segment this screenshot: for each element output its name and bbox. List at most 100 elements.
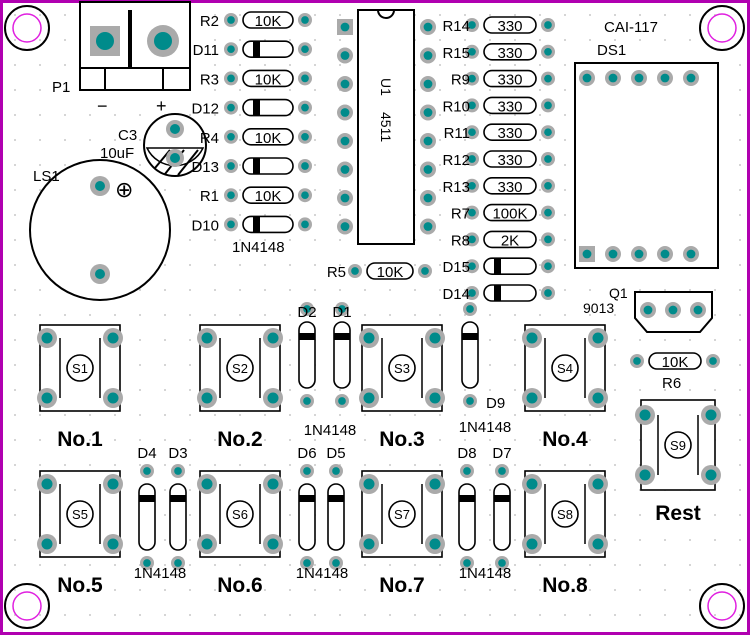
pad-hole [468,262,476,271]
component-ref: R4 [200,130,219,147]
diode-body [461,321,479,389]
grid-dot [489,439,491,441]
grid-dot [514,464,516,466]
grid-dot [339,414,341,416]
pad-hole [526,392,538,404]
grid-dot [614,14,616,16]
grid-dot [264,214,266,216]
grid-dot [364,439,366,441]
grid-dot [64,614,66,616]
grid-dot [514,389,516,391]
grid-dot [464,389,466,391]
pad-hole [709,357,717,365]
transistor-ref: Q1 [609,285,628,301]
grid-dot [489,389,491,391]
grid-dot [414,564,416,566]
grid-dot [739,139,741,141]
grid-dot [514,414,516,416]
pad-hole [423,22,433,32]
grid-dot [439,464,441,466]
grid-dot [214,114,216,116]
grid-dot [489,464,491,466]
grid-dot [139,164,141,166]
grid-dot [164,389,166,391]
diode-ref: D7 [492,445,511,462]
transistor-part: 9013 [583,300,614,316]
component-ref: D12 [191,101,219,118]
grid-dot [389,439,391,441]
grid-dot [664,39,666,41]
grid-dot [364,289,366,291]
grid-dot [689,14,691,16]
grid-dot [739,214,741,216]
pad-hole [660,73,670,83]
grid-dot [14,264,16,266]
switch-ref: S9 [670,438,686,453]
component-value: 10K [255,13,282,30]
pad-hole [544,262,552,271]
grid-dot [314,139,316,141]
pad-hole [41,392,53,404]
grid-dot [14,564,16,566]
pad-hole [423,222,433,231]
grid-dot [439,264,441,266]
grid-dot [264,64,266,66]
grid-dot [489,589,491,591]
grid-dot [414,264,416,266]
grid-dot [39,89,41,91]
grid-dot [389,289,391,291]
grid-dot [239,39,241,41]
pad-hole [340,136,350,146]
resistor-body [483,230,537,249]
resistor-body [242,128,294,146]
diode-d15: D15 [442,257,555,276]
grid-dot [564,239,566,241]
component-ref: R14 [442,18,470,35]
switch-label: No.7 [379,574,425,597]
grid-dot [39,289,41,291]
grid-dot [589,414,591,416]
grid-dot [739,314,741,316]
component-ref: D11 [193,42,219,59]
grid-dot [489,89,491,91]
grid-dot [589,439,591,441]
axial-parts: 10KR2D1110KR3D1210KR4D1310KR1D101N414833… [191,11,720,392]
grid-dot [39,614,41,616]
grid-dot [289,239,291,241]
grid-dot [264,239,266,241]
grid-dot [614,439,616,441]
pad-hole [423,193,433,203]
grid-dot [339,389,341,391]
grid-dot [539,139,541,141]
pad-hole [429,392,441,404]
component-ref: R6 [662,375,681,392]
pad-hole [107,332,119,344]
grid-dot [539,164,541,166]
grid-dot [14,339,16,341]
component-value: 10K [255,188,282,205]
grid-dot [564,139,566,141]
grid-dot [339,64,341,66]
grid-dot [339,189,341,191]
grid-dot [214,464,216,466]
grid-dot [639,614,641,616]
pad-hole [582,73,592,83]
grid-dot [64,314,66,316]
grid-dot [64,139,66,141]
grid-dot [664,589,666,591]
grid-dot [114,564,116,566]
grid-dot [564,289,566,291]
grid-dot [439,39,441,41]
grid-dot [739,339,741,341]
grid-dot [289,589,291,591]
grid-dot [164,539,166,541]
display-ref: DS1 [597,42,626,59]
grid-dot [139,389,141,391]
grid-dot [364,564,366,566]
diode-band [328,495,344,502]
grid-dot [539,464,541,466]
